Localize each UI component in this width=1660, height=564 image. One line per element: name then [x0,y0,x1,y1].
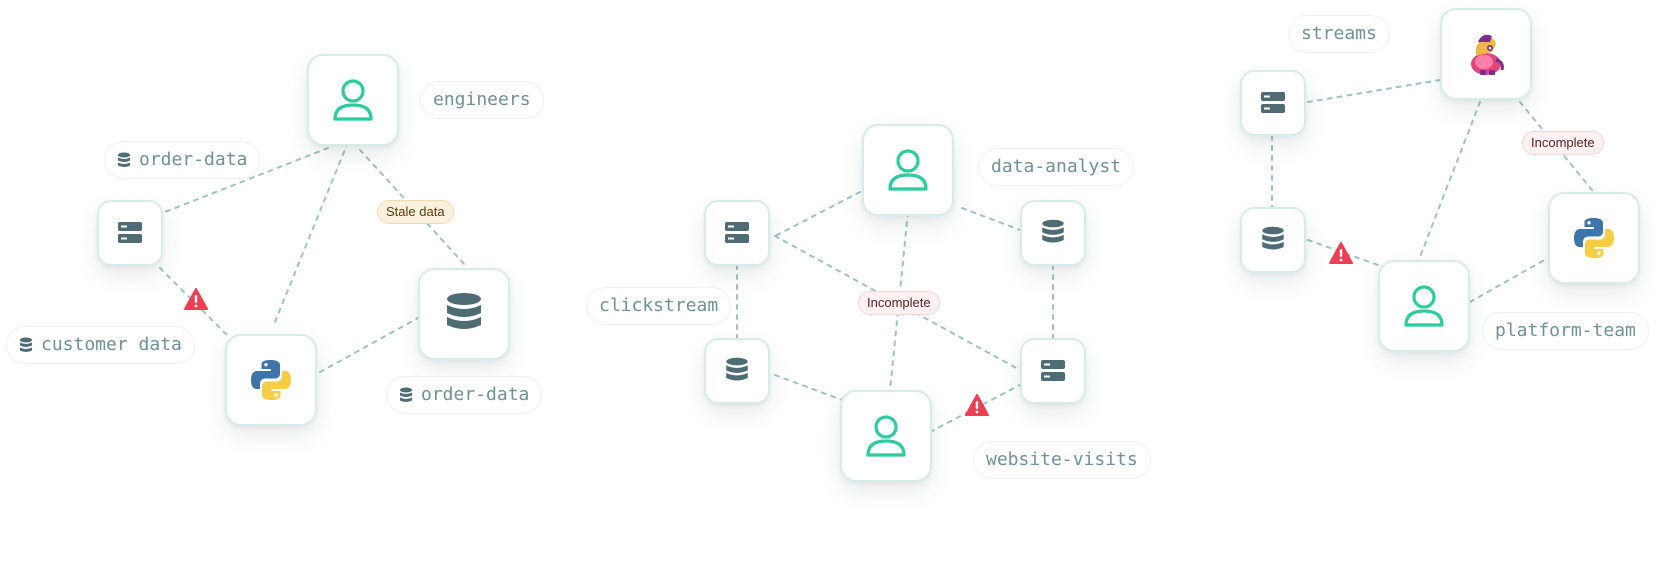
python-logo-icon [1574,218,1614,258]
label-customer-data: customer data [6,326,195,364]
label-order-data-top: order-data [104,141,261,179]
user-icon [1404,285,1444,327]
warning-icon [1329,242,1353,264]
server-node[interactable] [1020,338,1086,404]
database-icon [400,387,412,402]
database-icon [726,357,748,381]
server-icon [1261,92,1285,113]
database-node[interactable] [1020,200,1086,266]
label-website-visits: website-visits [973,441,1151,479]
user-node-platform-team[interactable] [1378,260,1470,352]
database-icon [1042,219,1064,243]
user-node-engineers[interactable] [307,54,399,146]
label-platform-team: platform-team [1482,312,1649,350]
database-icon [118,152,130,167]
edge [1469,257,1549,303]
database-node[interactable] [1240,207,1306,273]
edge [774,191,861,237]
edge [961,207,1021,231]
label-engineers: engineers [420,81,544,119]
edge [274,141,349,323]
label-clickstream: clickstream [586,287,732,325]
label-data-analyst: data-analyst [978,148,1135,186]
label-order-data-bottom: order-data [386,376,543,414]
edge [774,374,843,401]
edge [319,317,419,373]
server-icon [725,222,749,243]
server-node[interactable] [97,200,163,266]
user-node-website-visits[interactable] [840,390,932,482]
database-icon [447,293,481,329]
badge-incomplete: Incomplete [858,291,940,315]
badge-incomplete: Incomplete [1522,131,1604,155]
server-node[interactable] [1240,70,1306,136]
user-icon [333,79,373,121]
database-icon [20,337,32,352]
warning-icon [184,288,208,310]
edge [1417,101,1481,263]
database-node[interactable] [704,338,770,404]
mascot-logo-icon [1471,34,1504,75]
user-node-data-analyst[interactable] [862,124,954,216]
server-icon [118,222,142,243]
label-streams: streams [1288,15,1390,53]
python-node[interactable] [1548,192,1640,284]
database-icon [1262,226,1284,250]
badge-stale-data: Stale data [377,200,454,224]
python-logo-icon [251,360,291,400]
server-node[interactable] [704,200,770,266]
user-icon [888,149,928,191]
database-node-order-data[interactable] [418,268,510,360]
warning-icon [965,394,989,416]
python-node[interactable] [225,334,317,426]
server-icon [1041,360,1065,381]
edge [1307,79,1441,103]
user-icon [866,415,906,457]
mascot-node[interactable] [1440,8,1532,100]
